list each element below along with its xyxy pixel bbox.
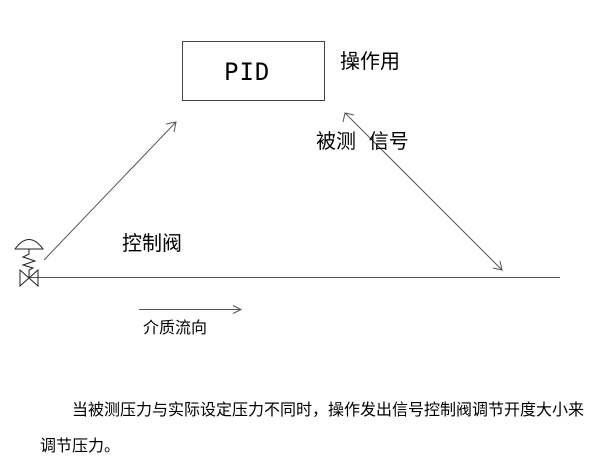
control-valve-label: 控制阀 — [122, 231, 182, 255]
valve-to-pid-arrow — [43, 121, 177, 261]
control-valve-icon — [14, 239, 44, 288]
flow-direction-label: 介质流向 — [143, 318, 208, 337]
flow-direction-arrow — [139, 305, 243, 314]
pid-label: PID — [224, 58, 271, 86]
measured-signal-label: 被测 信号 — [316, 129, 409, 153]
operation-label: 操作用 — [340, 49, 400, 73]
description-paragraph: 当被测压力与实际设定压力不同时，操作发出信号控制阀调节开度大小来调节压力。 — [40, 400, 585, 455]
pid-controller-box — [182, 41, 325, 101]
measured-signal-arrow — [342, 112, 503, 271]
